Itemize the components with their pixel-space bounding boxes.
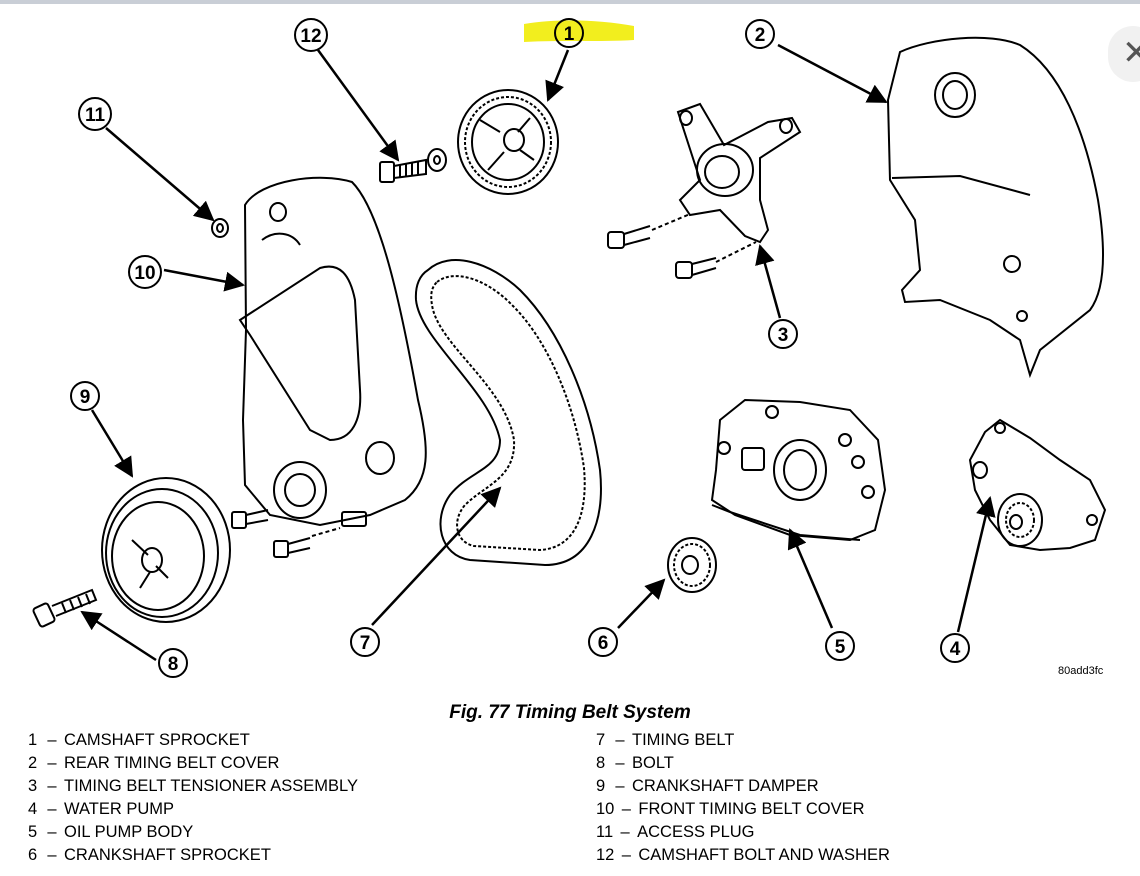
- timing-belt-diagram: 1 2 3 4 5 6 7 8 9 10 11 12: [32, 18, 1107, 678]
- water-pump-drawing: [968, 418, 1107, 552]
- leader-arrow-5: [787, 528, 834, 629]
- timing-belt-drawing: [414, 259, 602, 567]
- close-button[interactable]: ✕: [1108, 26, 1140, 82]
- callout-7: 7: [350, 627, 380, 657]
- legend-item: 3–TIMING BELT TENSIONER ASSEMBLY: [28, 777, 359, 795]
- callout-6: 6: [588, 627, 618, 657]
- leader-arrow-7: [371, 486, 502, 626]
- callout-3: 3: [768, 319, 798, 349]
- callout-12: 12: [294, 18, 328, 52]
- legend-item: 5–OIL PUMP BODY: [28, 823, 194, 841]
- window-top-border: [0, 0, 1140, 4]
- crankshaft-damper-drawing: [101, 477, 231, 623]
- bolt-drawing: [32, 588, 98, 628]
- legend-item: 7–TIMING BELT: [596, 731, 735, 749]
- legend-item: 2–REAR TIMING BELT COVER: [28, 754, 280, 772]
- leader-arrow-4: [956, 496, 996, 633]
- callout-8: 8: [158, 648, 188, 678]
- camshaft-bolt-washer-drawing: [379, 148, 447, 183]
- svg-text:6: 6: [598, 633, 609, 654]
- oil-pump-drawing: [710, 398, 887, 542]
- legend-left: 1–CAMSHAFT SPROCKET 2–REAR TIMING BELT C…: [28, 729, 358, 867]
- legend-item: 8–BOLT: [596, 754, 674, 772]
- leader-arrow-8: [80, 610, 157, 662]
- leader-arrow-11: [105, 127, 215, 222]
- svg-text:5: 5: [835, 637, 846, 658]
- leader-arrow-6: [617, 578, 666, 629]
- callout-11: 11: [78, 97, 112, 131]
- image-code: 80add3fc: [1058, 665, 1104, 677]
- front-cover-drawing: [238, 176, 427, 527]
- legend-item: 9–CRANKSHAFT DAMPER: [596, 777, 819, 795]
- leader-arrow-1: [545, 49, 570, 102]
- leader-arrow-10: [163, 268, 245, 292]
- svg-text:3: 3: [778, 325, 789, 346]
- svg-text:7: 7: [360, 633, 371, 654]
- legend-right: 7–TIMING BELT 8–BOLT 9–CRANKSHAFT DAMPER…: [596, 729, 890, 867]
- crankshaft-sprocket-drawing: [667, 537, 717, 593]
- tensioner-drawing: [607, 102, 802, 279]
- callout-9: 9: [70, 381, 100, 411]
- svg-text:9: 9: [80, 387, 91, 408]
- svg-text:8: 8: [168, 654, 179, 675]
- svg-text:11: 11: [85, 105, 106, 126]
- legend-item: 1–CAMSHAFT SPROCKET: [28, 731, 250, 749]
- svg-text:4: 4: [950, 639, 961, 660]
- leader-arrow-2: [777, 43, 888, 104]
- callout-4: 4: [940, 633, 970, 663]
- leader-arrow-12: [316, 49, 400, 162]
- callout-5: 5: [825, 631, 855, 661]
- svg-text:10: 10: [134, 263, 155, 284]
- callout-10: 10: [128, 255, 162, 289]
- close-icon: ✕: [1122, 33, 1140, 73]
- callout-2: 2: [745, 19, 775, 49]
- callout-1: 1: [554, 18, 584, 48]
- legend-item: 11–ACCESS PLUG: [596, 823, 755, 841]
- svg-text:1: 1: [564, 24, 575, 45]
- svg-text:12: 12: [300, 26, 321, 47]
- rear-cover-drawing: [886, 36, 1104, 379]
- leader-arrow-3: [755, 244, 782, 319]
- cover-bolts-drawing: [231, 509, 341, 558]
- figure-caption: Fig. 77 Timing Belt System: [449, 702, 691, 723]
- svg-text:2: 2: [755, 25, 766, 46]
- legend-item: 10–FRONT TIMING BELT COVER: [596, 800, 865, 818]
- legend-item: 12–CAMSHAFT BOLT AND WASHER: [596, 846, 890, 864]
- leader-arrows: [80, 43, 996, 662]
- access-plug-drawing: [211, 218, 229, 238]
- camshaft-sprocket-drawing: [457, 89, 559, 195]
- highlight-mark: [524, 20, 634, 42]
- legend-item: 6–CRANKSHAFT SPROCKET: [28, 846, 271, 864]
- leader-arrow-9: [90, 409, 134, 478]
- legend-item: 4–WATER PUMP: [28, 800, 174, 818]
